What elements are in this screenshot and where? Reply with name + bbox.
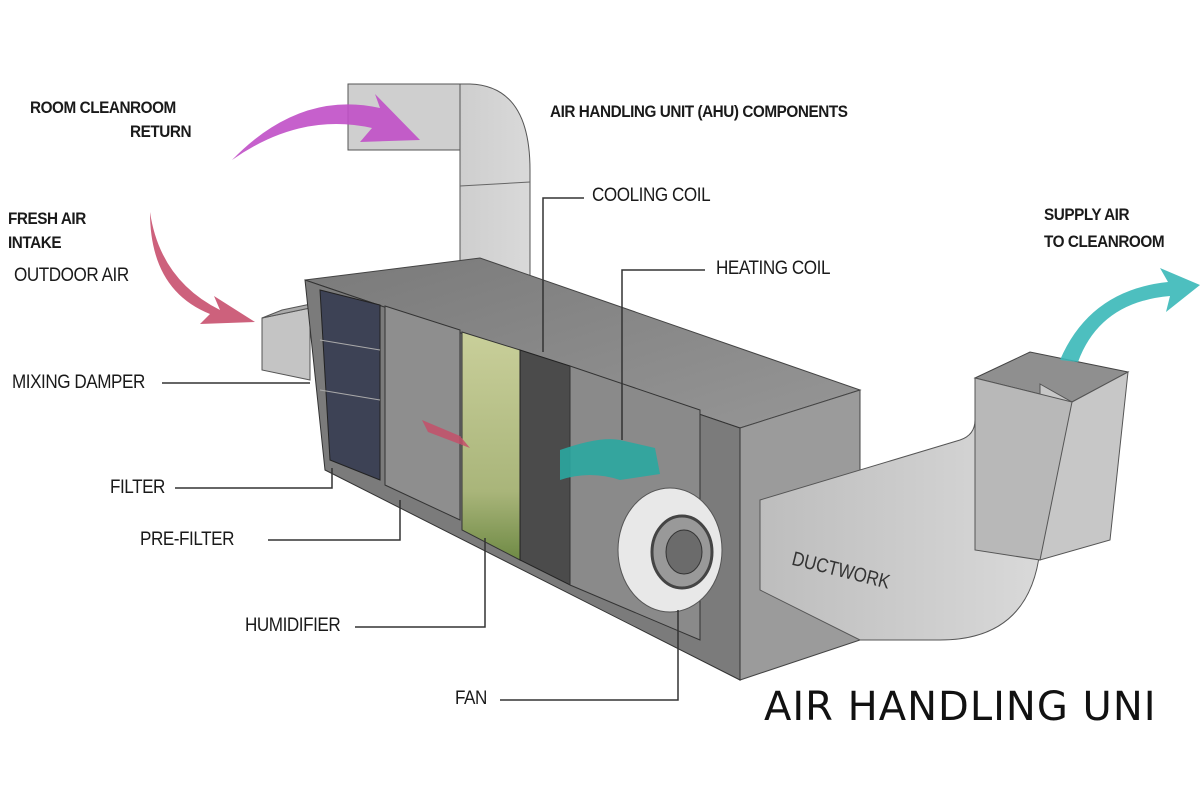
- label-mixing-damper: MIXING DAMPER: [12, 372, 145, 393]
- label-fresh-air-line2: INTAKE: [8, 233, 62, 252]
- ahu-housing: [304, 257, 862, 681]
- label-prefilter: PRE-FILTER: [140, 529, 234, 550]
- label-fan: FAN: [455, 688, 487, 709]
- label-humidifier: HUMIDIFIER: [245, 615, 341, 636]
- label-supply-air-line2: TO CLEANROOM: [1044, 232, 1165, 251]
- fresh-air-arrow: [150, 212, 255, 324]
- leader-lines: [162, 197, 705, 701]
- label-fresh-air-line1: FRESH AIR: [8, 209, 86, 228]
- label-fresh-air-line3: OUTDOOR AIR: [14, 265, 129, 286]
- label-supply-air-line1: SUPPLY AIR: [1044, 205, 1130, 224]
- label-heating-coil: HEATING COIL: [716, 258, 831, 279]
- label-return-air-line2: RETURN: [130, 122, 192, 141]
- supply-air-arrow: [1060, 268, 1200, 362]
- label-return-air-line1: ROOM CLEANROOM: [30, 98, 176, 117]
- return-air-arrow: [232, 94, 420, 160]
- supply-duct: [759, 351, 1130, 641]
- label-cooling-coil: COOLING COIL: [592, 185, 711, 206]
- header-label: AIR HANDLING UNIT (AHU) COMPONENTS: [550, 102, 848, 121]
- diagram-title: AIR HANDLING UNI: [764, 684, 1157, 730]
- label-filter: FILTER: [110, 477, 165, 498]
